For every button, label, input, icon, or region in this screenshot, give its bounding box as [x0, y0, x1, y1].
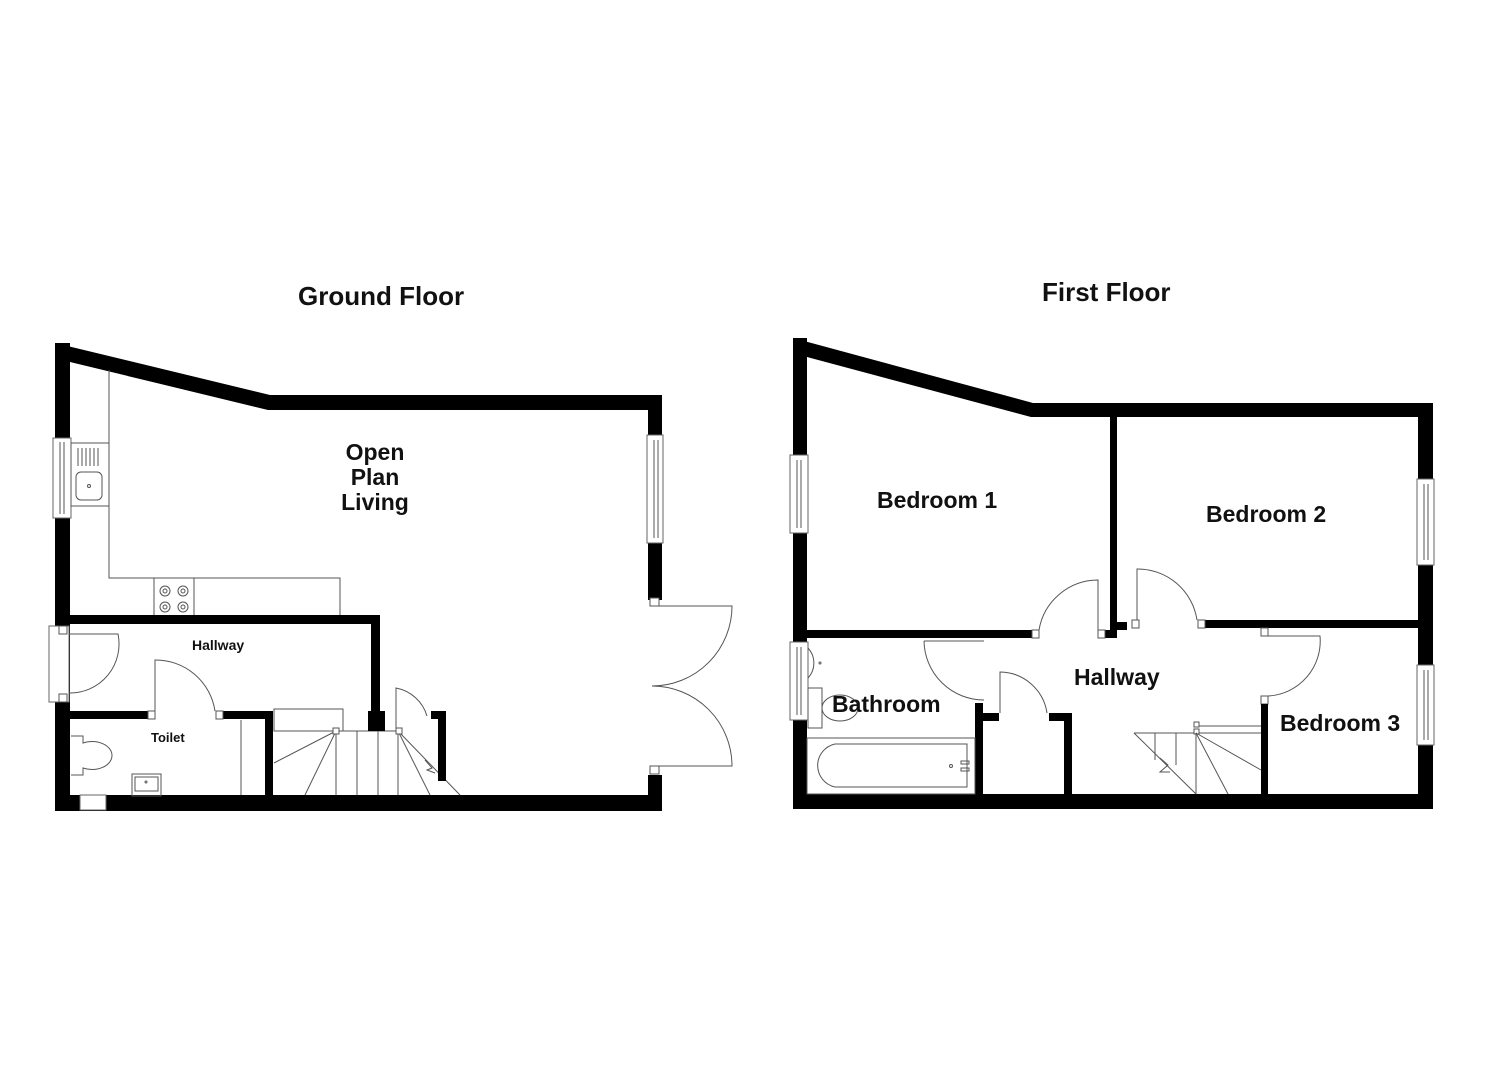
sink-icon: [77, 448, 99, 488]
bed1-bed2-divider: [1110, 417, 1117, 637]
ground-floor-plan: [48, 343, 733, 811]
bathroom-wc-icon: [807, 687, 859, 729]
wc-icon: [71, 735, 113, 776]
open-plan-line-3: Living: [341, 489, 409, 515]
first-bottom-wall: [793, 794, 1433, 809]
room-label-ground-hallway: Hallway: [192, 637, 245, 653]
bedroom2-bottom-wall: [1205, 620, 1418, 628]
room-label-bathroom: Bathroom: [832, 691, 941, 717]
patio-door-bottom-swing-icon: [651, 685, 733, 767]
cupboard-door-swing-icon: [999, 671, 1048, 714]
bedroom1-window-icon: [789, 454, 809, 534]
first-floor-plan: [789, 338, 1435, 809]
toilet-top-wall-left: [70, 711, 148, 719]
room-label-bedroom-2: Bedroom 2: [1206, 501, 1327, 527]
open-plan-line-1: Open: [345, 439, 405, 465]
room-label-toilet: Toilet: [151, 730, 185, 745]
basin-icon: [131, 773, 162, 797]
bedroom2-door-swing-icon: [1136, 568, 1198, 621]
bathroom-window-icon: [789, 641, 809, 721]
toilet-door-swing-icon: [154, 659, 216, 712]
first-left-wall: [793, 338, 807, 809]
bathroom-basin-icon: [807, 647, 822, 679]
bedroom3-left-wall: [1261, 704, 1268, 796]
ground-stairs-icon: [273, 708, 461, 796]
cupboard-door-swing-icon: [395, 687, 428, 731]
front-door-swing-icon: [68, 633, 120, 694]
cupboard-right-wall: [1064, 713, 1072, 796]
bathroom-right-wall: [975, 703, 983, 796]
kitchen-window-icon: [52, 437, 72, 519]
bathroom-door-swing-icon: [923, 640, 985, 701]
bath-icon: [806, 737, 976, 795]
first-floor-title: First Floor: [1042, 277, 1171, 307]
room-label-open-plan-living: Open Plan Living: [330, 440, 420, 515]
first-top-slanted-wall: [793, 338, 1433, 417]
patio-door-top-swing-icon: [651, 605, 733, 687]
living-window-icon: [646, 434, 664, 544]
bedroom2-window-icon: [1416, 478, 1435, 566]
hallway-right-wall: [371, 615, 380, 715]
ground-top-slanted-wall: [55, 343, 662, 410]
bedroom1-bottom-wall: [807, 630, 1032, 638]
ground-left-wall: [55, 343, 70, 811]
ground-floor-title: Ground Floor: [298, 281, 465, 311]
first-right-wall: [1418, 403, 1433, 809]
room-label-bedroom-3: Bedroom 3: [1280, 710, 1401, 736]
open-plan-line-2: Plan: [350, 464, 400, 490]
bedroom1-door-swing-icon: [1038, 579, 1099, 631]
room-label-bedroom-1: Bedroom 1: [877, 487, 998, 513]
first-stairs-icon: [1133, 721, 1262, 795]
ground-bottom-wall: [55, 795, 662, 811]
bedroom3-door-swing-icon: [1267, 635, 1321, 697]
bedroom3-window-icon: [1416, 664, 1435, 746]
toilet-right-wall: [265, 711, 273, 801]
hob-icon: [153, 577, 195, 618]
hallway-top-wall: [55, 615, 380, 624]
room-label-first-hallway: Hallway: [1074, 664, 1160, 690]
toilet-top-wall-right: [223, 711, 273, 719]
